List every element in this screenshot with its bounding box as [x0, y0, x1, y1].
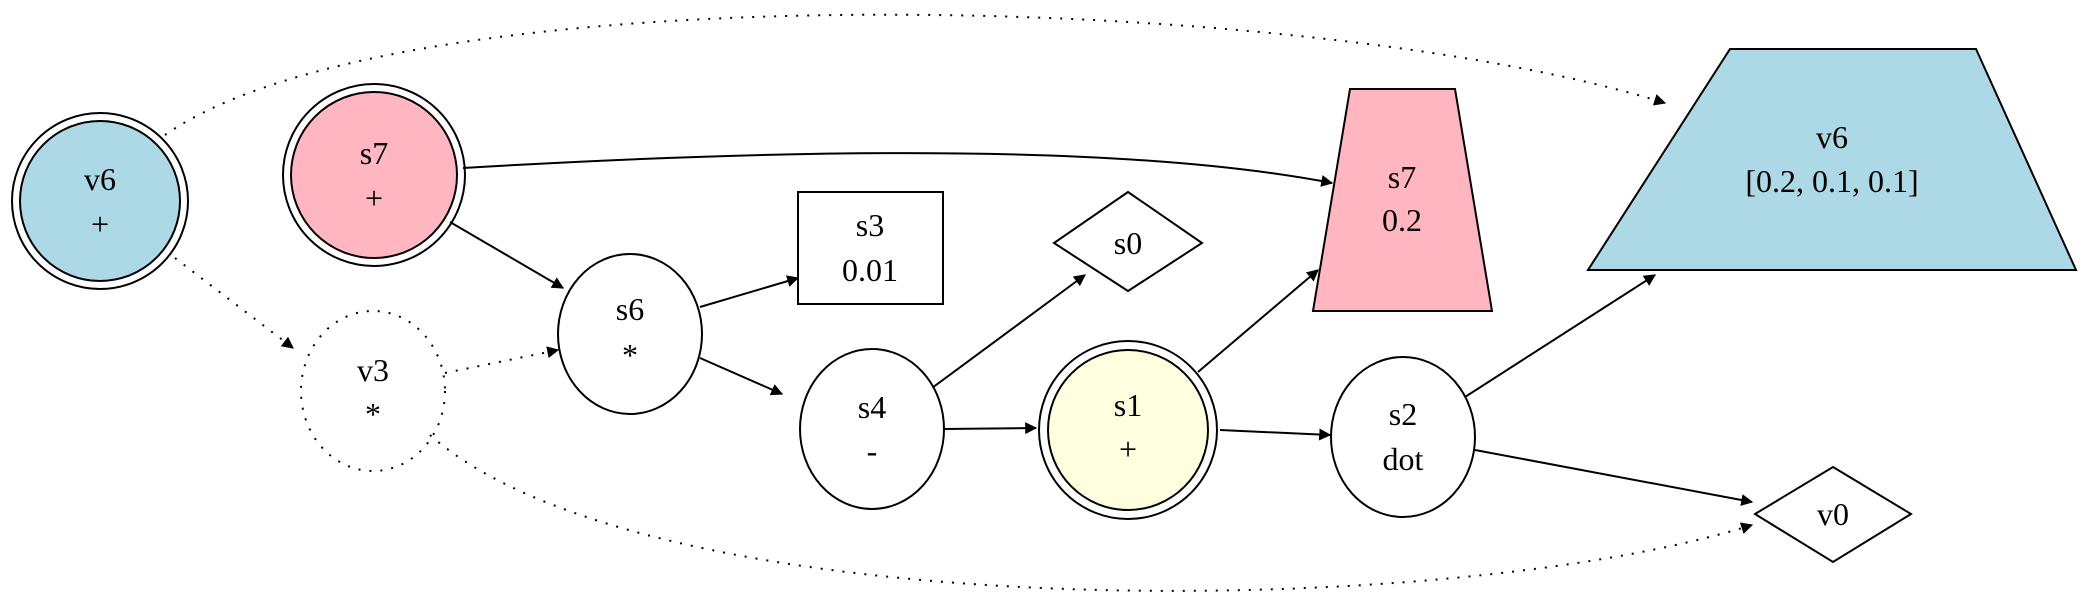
node-v3-op-circle [300, 310, 446, 472]
nodes: v6 + s7 + v3 * s6 * s3 0.01 [11, 48, 2078, 564]
node-s7-op-name: s7 [360, 135, 388, 171]
node-v6-value-name: v6 [1816, 119, 1848, 155]
node-s4-op-value: - [867, 433, 878, 469]
edge-s6op-to-s3val [699, 275, 800, 308]
edge-s1op-to-s7val [1197, 269, 1319, 373]
node-s4-op[interactable]: s4 - [799, 348, 945, 510]
node-s2-op-ellipse [1330, 356, 1476, 518]
node-s0-value[interactable]: s0 [1052, 190, 1204, 293]
node-v6-value-value: [0.2, 0.1, 0.1] [1745, 163, 1918, 199]
node-s7-op[interactable]: s7 + [282, 83, 466, 267]
node-s2-op-value: dot [1383, 441, 1424, 477]
edge-v3op-to-s6op [444, 346, 560, 374]
edge-v6op-to-v3op [174, 257, 294, 349]
edges [164, 13, 1754, 592]
node-s3-value-box [797, 191, 944, 305]
edge-s6op-to-s4op [699, 357, 784, 396]
edge-s7op-to-s6op [449, 221, 565, 289]
node-v6-op-value: + [91, 206, 109, 242]
node-s1-op-name: s1 [1114, 387, 1142, 423]
node-v3-op-name: v3 [357, 352, 389, 388]
node-s2-op-name: s2 [1389, 396, 1417, 432]
node-v6-op-circle [19, 120, 181, 282]
node-s6-op-ellipse [557, 253, 703, 415]
node-s1-op-outer-ring [1038, 340, 1218, 520]
node-s2-op[interactable]: s2 dot [1330, 356, 1476, 518]
node-s6-op-value: * [622, 337, 638, 373]
node-v0-value-diamond [1753, 465, 1913, 564]
node-v6-value[interactable]: v6 [0.2, 0.1, 0.1] [1586, 48, 2078, 271]
edge-s7op-to-s7val [462, 152, 1334, 187]
node-s7-value-name: s7 [1388, 159, 1416, 195]
node-s7-op-value: + [365, 180, 383, 216]
node-s3-value-value: 0.01 [842, 252, 898, 288]
node-s0-value-diamond [1052, 190, 1204, 293]
node-s3-value[interactable]: s3 0.01 [797, 191, 944, 305]
node-s4-op-name: s4 [858, 389, 886, 425]
node-s7-value[interactable]: s7 0.2 [1311, 88, 1494, 312]
node-s0-value-name: s0 [1114, 225, 1142, 261]
node-s1-op-value: + [1119, 431, 1137, 467]
node-v6-value-trapezoid [1586, 48, 2078, 271]
edge-s2op-to-v0val [1474, 449, 1754, 506]
node-s1-op-circle [1047, 349, 1209, 511]
edge-s4op-to-s1op [942, 422, 1038, 435]
node-s1-op[interactable]: s1 + [1038, 340, 1218, 520]
node-v0-value[interactable]: v0 [1753, 465, 1913, 564]
node-s6-op[interactable]: s6 * [557, 253, 703, 415]
node-s7-op-circle [290, 91, 458, 259]
node-v6-op-outer-ring [11, 112, 189, 290]
node-v3-op-value: * [365, 396, 381, 432]
node-s7-value-value: 0.2 [1382, 202, 1422, 238]
edge-s4op-to-s0val [931, 274, 1086, 389]
node-v0-value-name: v0 [1817, 496, 1849, 532]
node-s7-value-trapezoid [1311, 88, 1494, 312]
node-v3-op[interactable]: v3 * [300, 310, 446, 472]
node-v6-op[interactable]: v6 + [11, 112, 189, 290]
node-v6-op-name: v6 [84, 161, 116, 197]
edge-s2op-to-v6val [1464, 274, 1657, 398]
edge-s1op-to-s2op [1219, 428, 1332, 441]
node-s3-value-name: s3 [856, 207, 884, 243]
node-s6-op-name: s6 [616, 291, 644, 327]
node-s7-op-outer-ring [282, 83, 466, 267]
node-s4-op-ellipse [799, 348, 945, 510]
